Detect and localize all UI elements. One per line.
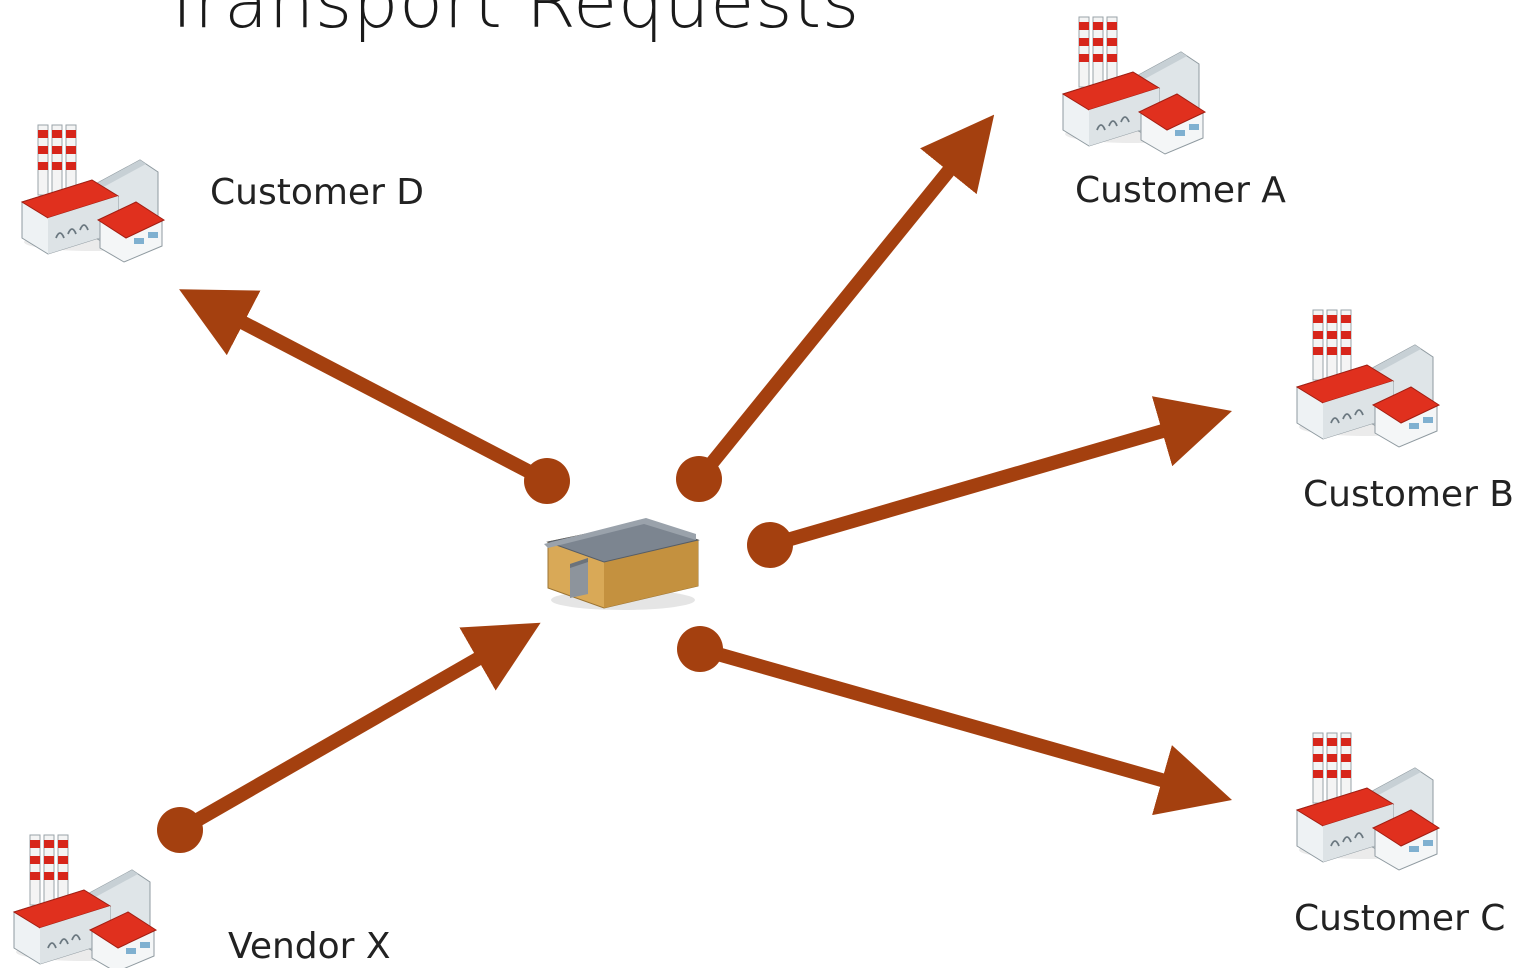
factory-icon-customer-c (1296, 732, 1440, 871)
warehouse-icon (543, 517, 699, 611)
arrow-warehouse-to-customer-a (676, 114, 995, 502)
label-customer-a: Customer A (1075, 170, 1286, 211)
label-customer-d: Customer D (210, 172, 425, 213)
label-customer-c: Customer C (1294, 898, 1506, 939)
arrow-warehouse-to-customer-d (179, 289, 570, 504)
factory-icon-customer-a (1062, 16, 1206, 155)
page-title: Transport Requests (160, 0, 860, 44)
arrow-warehouse-to-customer-c (677, 626, 1233, 816)
factory-icon-customer-d (21, 124, 165, 263)
factory-icon-customer-b (1296, 309, 1440, 448)
arrow-vendor-x-to-warehouse (157, 622, 541, 853)
label-customer-b: Customer B (1303, 474, 1515, 515)
label-vendor-x: Vendor X (228, 926, 391, 967)
factory-icon-vendor-x (13, 834, 157, 972)
arrow-warehouse-to-customer-b (747, 396, 1232, 568)
